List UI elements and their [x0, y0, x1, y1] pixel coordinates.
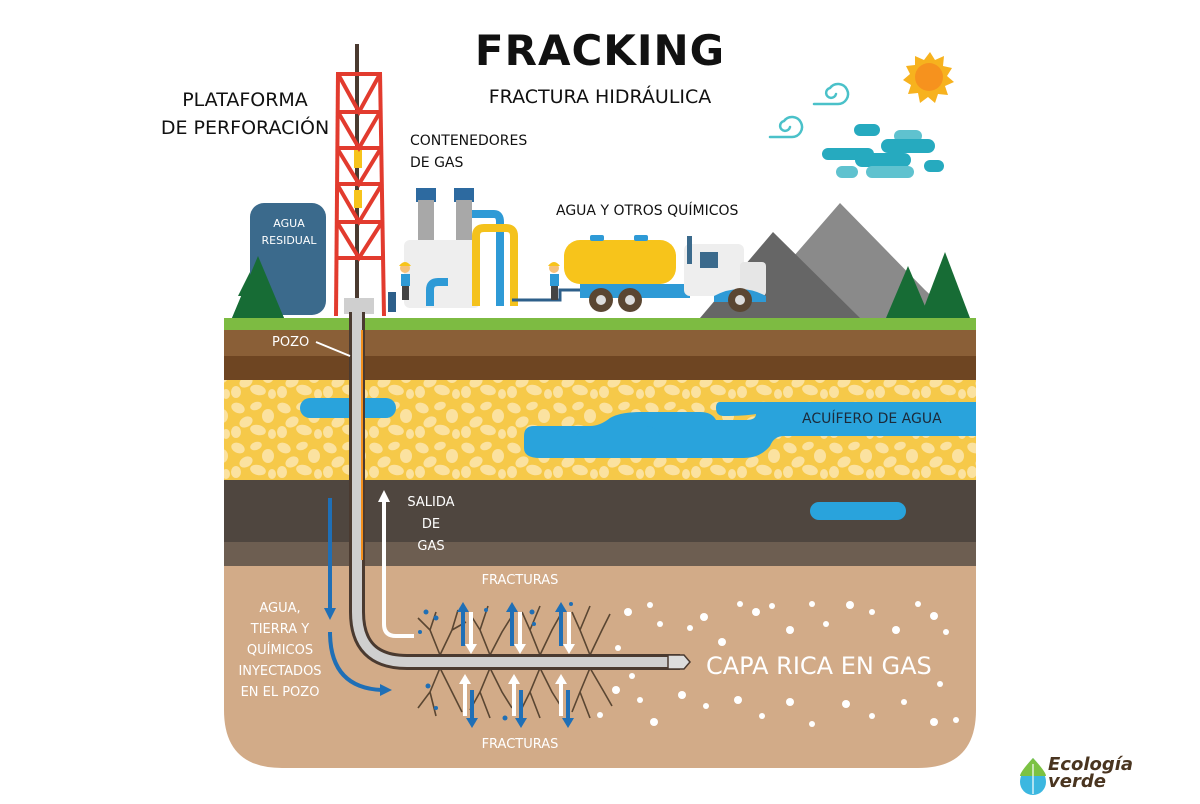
label-fracturas-top: FRACTURAS [481, 573, 559, 588]
tree-right-icon [886, 252, 970, 318]
label-fracturas-bottom: FRACTURAS [481, 737, 559, 752]
injection-arrow-icon [328, 498, 383, 692]
tanker-truck [564, 235, 766, 312]
fluid-droplets [418, 602, 573, 721]
gas-containers [388, 188, 580, 312]
well-pipe [349, 312, 691, 670]
gas-bubbles [597, 601, 959, 727]
label-acuifero: ACUÍFERO DE AGUA [802, 411, 942, 427]
sun-icon [903, 52, 954, 103]
drill-bit-icon [667, 654, 691, 670]
label-salida-gas: SALIDA DE GAS [407, 495, 455, 554]
label-plataforma: PLATAFORMA DE PERFORACIÓN [160, 89, 330, 139]
drilling-derrick [334, 44, 386, 317]
gas-outlet-arrow-icon [378, 490, 414, 638]
label-pozo: POZO [272, 335, 310, 350]
brand-logo-text: Ecología verde [1048, 754, 1134, 792]
label-capa-rica: CAPA RICA EN GAS [706, 652, 932, 680]
label-agua-quimicos: AGUA Y OTROS QUÍMICOS [556, 203, 739, 219]
fracture-flow-arrows [457, 602, 575, 728]
label-agua-residual: AGUA RESIDUAL [261, 217, 317, 247]
label-contenedores: CONTENEDORES DE GAS [410, 133, 528, 171]
worker-icon [399, 262, 411, 300]
label-inyectados: AGUA, TIERRA Y QUÍMICOS INYECTADOS EN EL… [238, 601, 322, 700]
clouds-icon [822, 124, 944, 178]
page-title: FRACKING [474, 26, 726, 75]
page-subtitle: FRACTURA HIDRÁULICA [488, 86, 712, 108]
brand-logo: Ecología verde [1018, 756, 1188, 796]
wind-icon [768, 82, 850, 139]
pozo-pointer [315, 341, 351, 357]
leaf-drop-icon [1020, 758, 1046, 795]
worker-icon [548, 262, 560, 300]
ground-cross-section [224, 318, 976, 768]
fracture-cracks [417, 605, 613, 719]
